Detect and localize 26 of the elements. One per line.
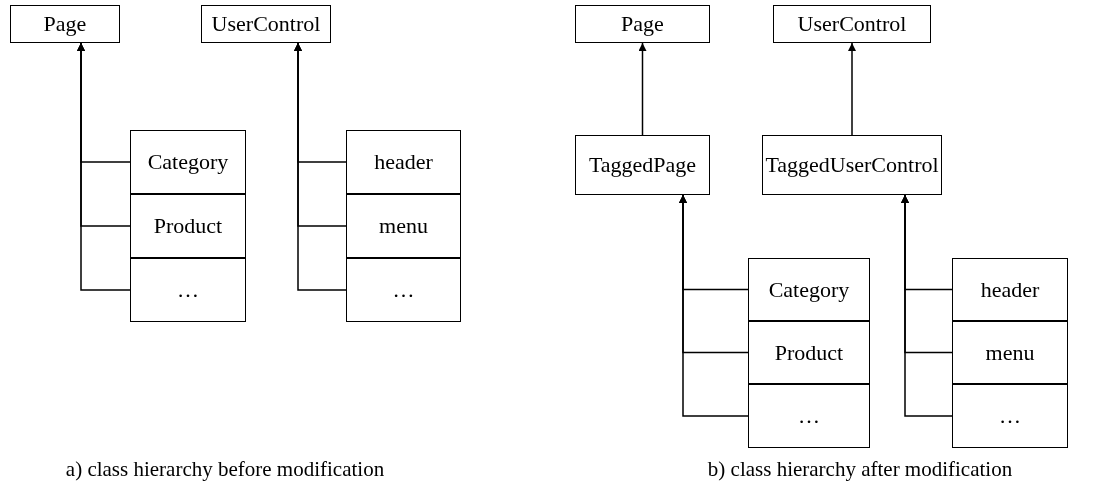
class-box: Page bbox=[10, 5, 120, 43]
class-box: UserControl bbox=[201, 5, 331, 43]
class-box: menu bbox=[952, 321, 1068, 384]
class-box: Page bbox=[575, 5, 710, 43]
class-box: … bbox=[130, 258, 246, 322]
inheritance-arrow bbox=[679, 194, 749, 417]
caption: b) class hierarchy after modification bbox=[707, 457, 1013, 482]
class-box: … bbox=[952, 384, 1068, 448]
class-box: menu bbox=[346, 194, 461, 258]
inheritance-arrow bbox=[77, 42, 131, 291]
class-box: Product bbox=[748, 321, 870, 384]
class-box: UserControl bbox=[773, 5, 931, 43]
inheritance-arrow bbox=[901, 194, 953, 417]
inheritance-arrow bbox=[848, 42, 856, 136]
class-box: TaggedPage bbox=[575, 135, 710, 195]
class-box: Category bbox=[748, 258, 870, 321]
class-box: TaggedUserControl bbox=[762, 135, 942, 195]
class-box: header bbox=[952, 258, 1068, 321]
class-box: … bbox=[748, 384, 870, 448]
inheritance-arrow bbox=[638, 42, 647, 136]
class-box: Category bbox=[130, 130, 246, 194]
class-box: … bbox=[346, 258, 461, 322]
inheritance-arrow bbox=[294, 42, 347, 291]
class-box: header bbox=[346, 130, 461, 194]
class-box: Product bbox=[130, 194, 246, 258]
caption: a) class hierarchy before modification bbox=[65, 457, 385, 482]
